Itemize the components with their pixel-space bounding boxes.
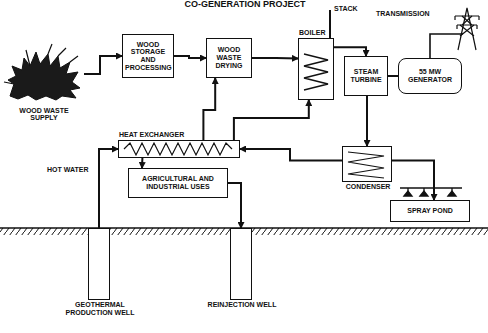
flow-label: HOT WATER bbox=[46, 166, 89, 174]
node-text: 55 MW GENERATOR bbox=[399, 68, 461, 83]
transmission-tower bbox=[455, 8, 479, 50]
node-text: STEAM TURBINE bbox=[345, 68, 387, 83]
diagram-title: CO-GENERATION PROJECT bbox=[150, 0, 340, 10]
boiler: BOILER bbox=[298, 38, 334, 100]
flow-line bbox=[392, 160, 434, 200]
stack-pipe bbox=[329, 10, 331, 38]
node-text: HEAT EXCHANGER bbox=[119, 131, 184, 139]
flow-line bbox=[388, 75, 398, 77]
wood-supply: WOOD WASTE SUPPLY bbox=[4, 48, 84, 122]
reinjection-well: REINJECTION WELL bbox=[230, 228, 252, 300]
heat-exchanger-coil bbox=[124, 143, 232, 155]
spray-pond: SPRAY POND bbox=[390, 200, 470, 222]
generator-box: 55 MW GENERATOR bbox=[398, 58, 462, 94]
wood-waste-bush bbox=[4, 44, 80, 100]
boiler-coil bbox=[304, 54, 328, 90]
condenser: CONDENSER bbox=[342, 146, 392, 182]
spray-nozzles bbox=[400, 188, 462, 196]
production-well: GEOTHERMAL PRODUCTION WELL bbox=[88, 228, 110, 300]
flow-line bbox=[240, 149, 342, 160]
flow-line bbox=[228, 183, 241, 228]
flow-line bbox=[252, 57, 298, 59]
flow-line bbox=[174, 56, 206, 58]
node-text: BOILER bbox=[299, 29, 325, 37]
node-text: WOOD WASTE SUPPLY bbox=[4, 107, 84, 122]
power-line bbox=[430, 34, 463, 58]
node-text: GEOTHERMAL PRODUCTION WELL bbox=[52, 301, 148, 316]
flow-line bbox=[84, 56, 122, 74]
node-text: CONDENSER bbox=[338, 183, 398, 191]
process-box: AGRICULTURAL AND INDUSTRIAL USES bbox=[128, 168, 228, 198]
node-text: WOOD WASTE DRYING bbox=[207, 46, 251, 69]
flow-line bbox=[366, 96, 367, 146]
flow-line bbox=[334, 47, 366, 56]
text-label: STACK bbox=[334, 5, 358, 13]
node-text: SPRAY POND bbox=[391, 207, 469, 215]
flow-line bbox=[203, 78, 215, 140]
turbine-box: STEAM TURBINE bbox=[344, 56, 388, 96]
process-box: WOOD STORAGE AND PROCESSING bbox=[122, 34, 174, 78]
condenser-coil bbox=[348, 152, 384, 178]
flow-line bbox=[99, 149, 118, 228]
node-text: REINJECTION WELL bbox=[202, 301, 282, 309]
text-label: TRANSMISSION bbox=[376, 10, 430, 18]
node-text: AGRICULTURAL AND INDUSTRIAL USES bbox=[129, 175, 227, 190]
heat-exchanger: HEAT EXCHANGER bbox=[118, 140, 240, 158]
flow-line bbox=[234, 100, 309, 140]
process-box: WOOD WASTE DRYING bbox=[206, 38, 252, 78]
node-text: WOOD STORAGE AND PROCESSING bbox=[123, 41, 173, 72]
flow-line bbox=[141, 158, 143, 168]
